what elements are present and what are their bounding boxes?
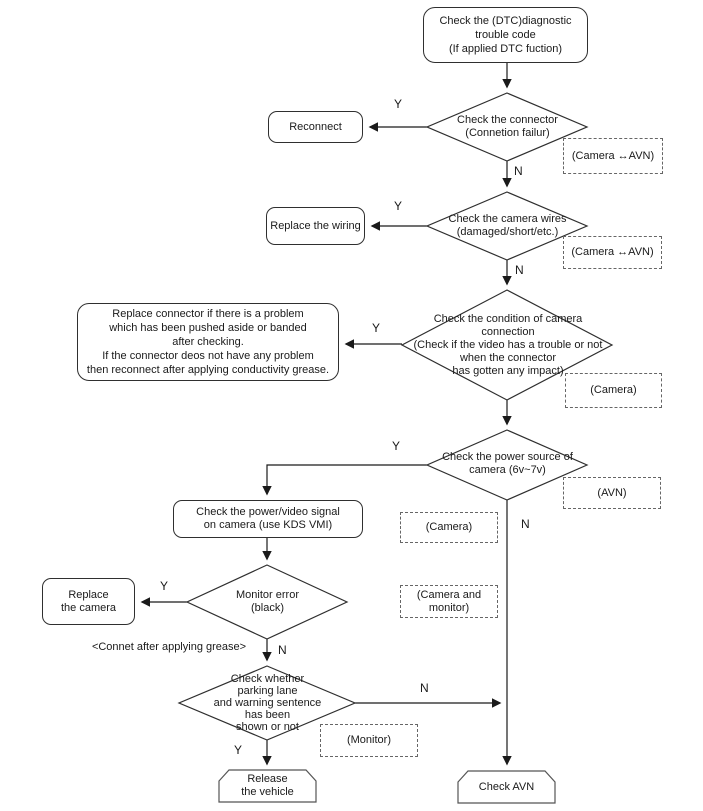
label-d6-no: N bbox=[420, 681, 429, 695]
reconnect-box: Reconnect bbox=[268, 111, 363, 143]
decision-camera-wires-shape bbox=[425, 191, 589, 261]
label-d1-no: N bbox=[514, 164, 523, 178]
tag-camera-2: (Camera) bbox=[400, 512, 498, 543]
tag-camera-1: (Camera) bbox=[565, 373, 662, 408]
edge-d4-yes-power-video bbox=[262, 464, 427, 496]
label-d4-no: N bbox=[521, 517, 530, 531]
decision-power-source-shape bbox=[425, 429, 589, 501]
terminal-release-vehicle-shape bbox=[218, 769, 317, 803]
decision-power-source-text: Check the power source of camera (6v~7v) bbox=[442, 451, 573, 476]
grease-note: <Connet after applying grease> bbox=[91, 641, 247, 653]
connector-lines bbox=[140, 63, 512, 766]
replace-camera-box: Replace the camera bbox=[42, 578, 135, 625]
tag-camera-avn-2: (Camera ↔AVN) bbox=[563, 236, 662, 269]
decision-camera-connection-shape bbox=[400, 289, 614, 401]
decision-camera-connection-text: Check the condition of camera connection… bbox=[413, 312, 603, 377]
decision-monitor-error-shape bbox=[185, 564, 349, 640]
decision-parking-lane-shape bbox=[177, 665, 357, 741]
check-power-video-box: Check the power/video signal on camera (… bbox=[173, 500, 363, 538]
release-vehicle-box: Release the vehicle bbox=[241, 773, 294, 798]
label-d5-yes: Y bbox=[160, 579, 169, 593]
terminal-shapes bbox=[218, 769, 556, 804]
label-d3-yes: Y bbox=[372, 321, 381, 335]
tag-monitor: (Monitor) bbox=[320, 724, 418, 757]
replace-wiring-box: Replace the wiring bbox=[266, 207, 365, 245]
decision-connector-text: Check the connector (Connetion failur) bbox=[457, 114, 558, 139]
label-d6-yes: Y bbox=[234, 743, 243, 757]
decision-connector-shape bbox=[425, 92, 589, 162]
decision-monitor-error-text: Monitor error (black) bbox=[236, 589, 299, 614]
decision-camera-wires-text: Check the camera wires (damaged/short/et… bbox=[448, 213, 567, 238]
replace-connector-note-box: Replace connector if there is a problem … bbox=[77, 303, 339, 381]
check-avn-box: Check AVN bbox=[478, 780, 535, 793]
label-d2-yes: Y bbox=[394, 199, 403, 213]
decision-parking-lane-text: Check whether parking lane and warning s… bbox=[213, 673, 322, 733]
tag-camera-avn-1: (Camera ↔AVN) bbox=[563, 138, 663, 174]
start-box: Check the (DTC)diagnostic trouble code (… bbox=[423, 7, 588, 63]
terminal-check-avn-shape bbox=[457, 770, 556, 804]
tag-camera-monitor: (Camera and monitor) bbox=[400, 585, 498, 618]
label-d4-yes: Y bbox=[392, 439, 401, 453]
label-d1-yes: Y bbox=[394, 97, 403, 111]
tag-avn: (AVN) bbox=[563, 477, 661, 509]
label-d2-no: N bbox=[515, 263, 524, 277]
label-d5-no: N bbox=[278, 643, 287, 657]
decision-shapes bbox=[177, 92, 614, 741]
